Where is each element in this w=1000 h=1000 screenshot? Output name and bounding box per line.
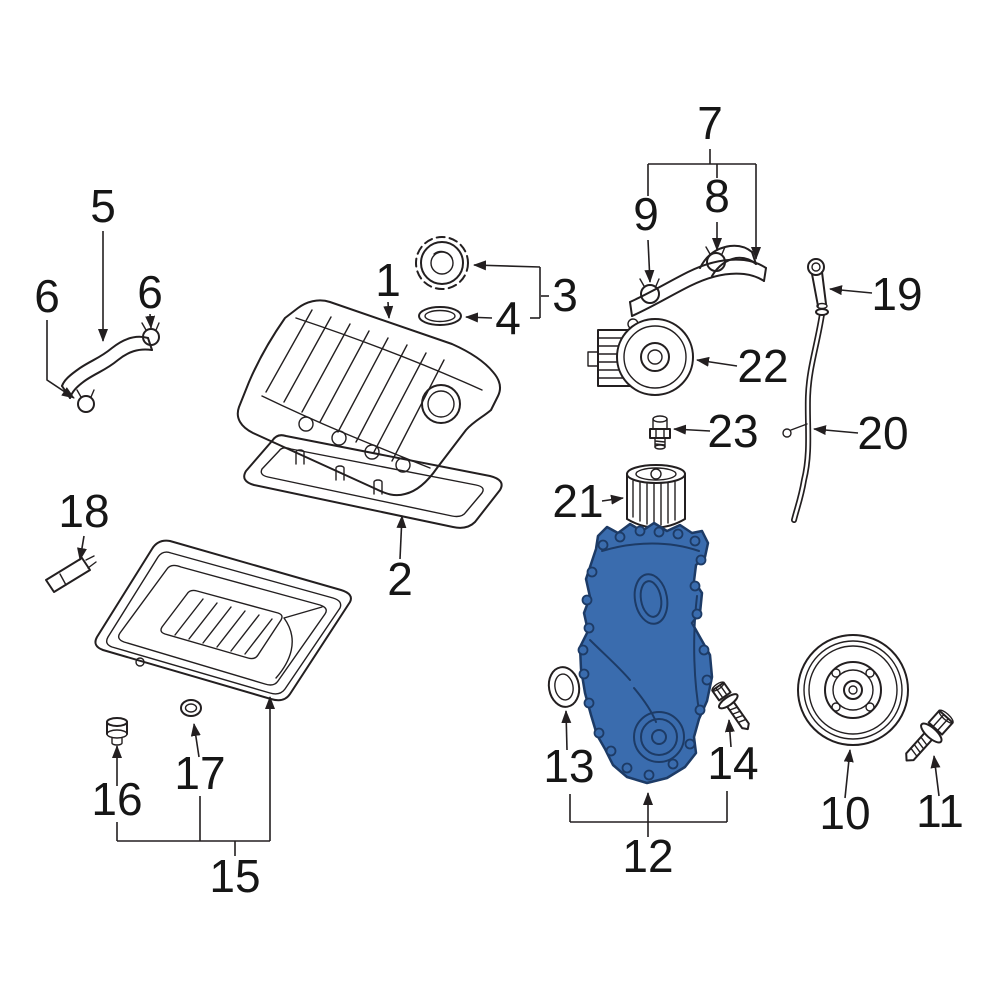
callout-17: 17	[174, 747, 225, 799]
callout-9: 9	[633, 188, 659, 240]
callout-6-right: 6	[137, 266, 163, 318]
callout-11: 11	[916, 785, 964, 837]
callout-7: 7	[697, 97, 723, 149]
valve-cover-drawing	[236, 299, 502, 497]
callout-19: 19	[871, 268, 922, 320]
callout-20: 20	[857, 407, 908, 459]
callout-21: 21	[552, 475, 603, 527]
callout-2: 2	[387, 553, 413, 605]
oil-pan-tube-drawing	[45, 555, 97, 593]
leader-lines	[46, 149, 941, 856]
callout-18: 18	[58, 485, 109, 537]
oil-filter-drawing	[626, 464, 686, 529]
hose-clamp-left-drawing	[76, 389, 95, 413]
valve-cover-gasket-drawing	[243, 434, 503, 529]
oil-cooler-fitting-drawing	[649, 415, 671, 450]
oil-dipstick-handle-drawing	[807, 258, 828, 310]
timing-cover-bolt-holes	[577, 525, 713, 781]
oil-pan-drawing	[94, 539, 352, 702]
callout-13: 13	[543, 740, 594, 792]
callout-15: 15	[209, 850, 260, 902]
callout-22: 22	[737, 340, 788, 392]
callout-labels: 5 6 6 1 3 4 2 7 8 9 19 22 23 20 21 18 13…	[34, 97, 964, 902]
oil-drain-plug-drawing	[106, 717, 128, 746]
breather-hose-drawing	[61, 335, 153, 399]
callout-8: 8	[704, 170, 730, 222]
crankshaft-front-seal-drawing	[547, 666, 581, 708]
callout-12: 12	[622, 830, 673, 882]
drain-plug-gasket-drawing	[180, 699, 202, 717]
callout-3: 3	[552, 269, 578, 321]
callout-14: 14	[707, 737, 758, 789]
oil-filler-cap-drawing	[415, 236, 469, 290]
crankshaft-pulley-drawing	[797, 634, 909, 746]
callout-10: 10	[819, 787, 870, 839]
oil-cooler-drawing	[587, 318, 694, 396]
callout-6-left: 6	[34, 270, 60, 322]
hose-clamp-8-drawing	[705, 246, 726, 272]
callout-1: 1	[375, 254, 401, 306]
dipstick-tube-drawing	[782, 308, 829, 523]
timing-cover-bolt-drawing	[711, 681, 750, 731]
callout-4: 4	[495, 292, 521, 344]
filler-cap-o-ring-drawing	[418, 306, 462, 326]
callout-5: 5	[90, 180, 116, 232]
crankshaft-pulley-bolt-drawing	[905, 709, 954, 762]
callout-23: 23	[707, 405, 758, 457]
timing-cover-drawing	[577, 521, 714, 785]
hose-clamp-9-drawing	[639, 278, 660, 304]
callout-16: 16	[91, 773, 142, 825]
